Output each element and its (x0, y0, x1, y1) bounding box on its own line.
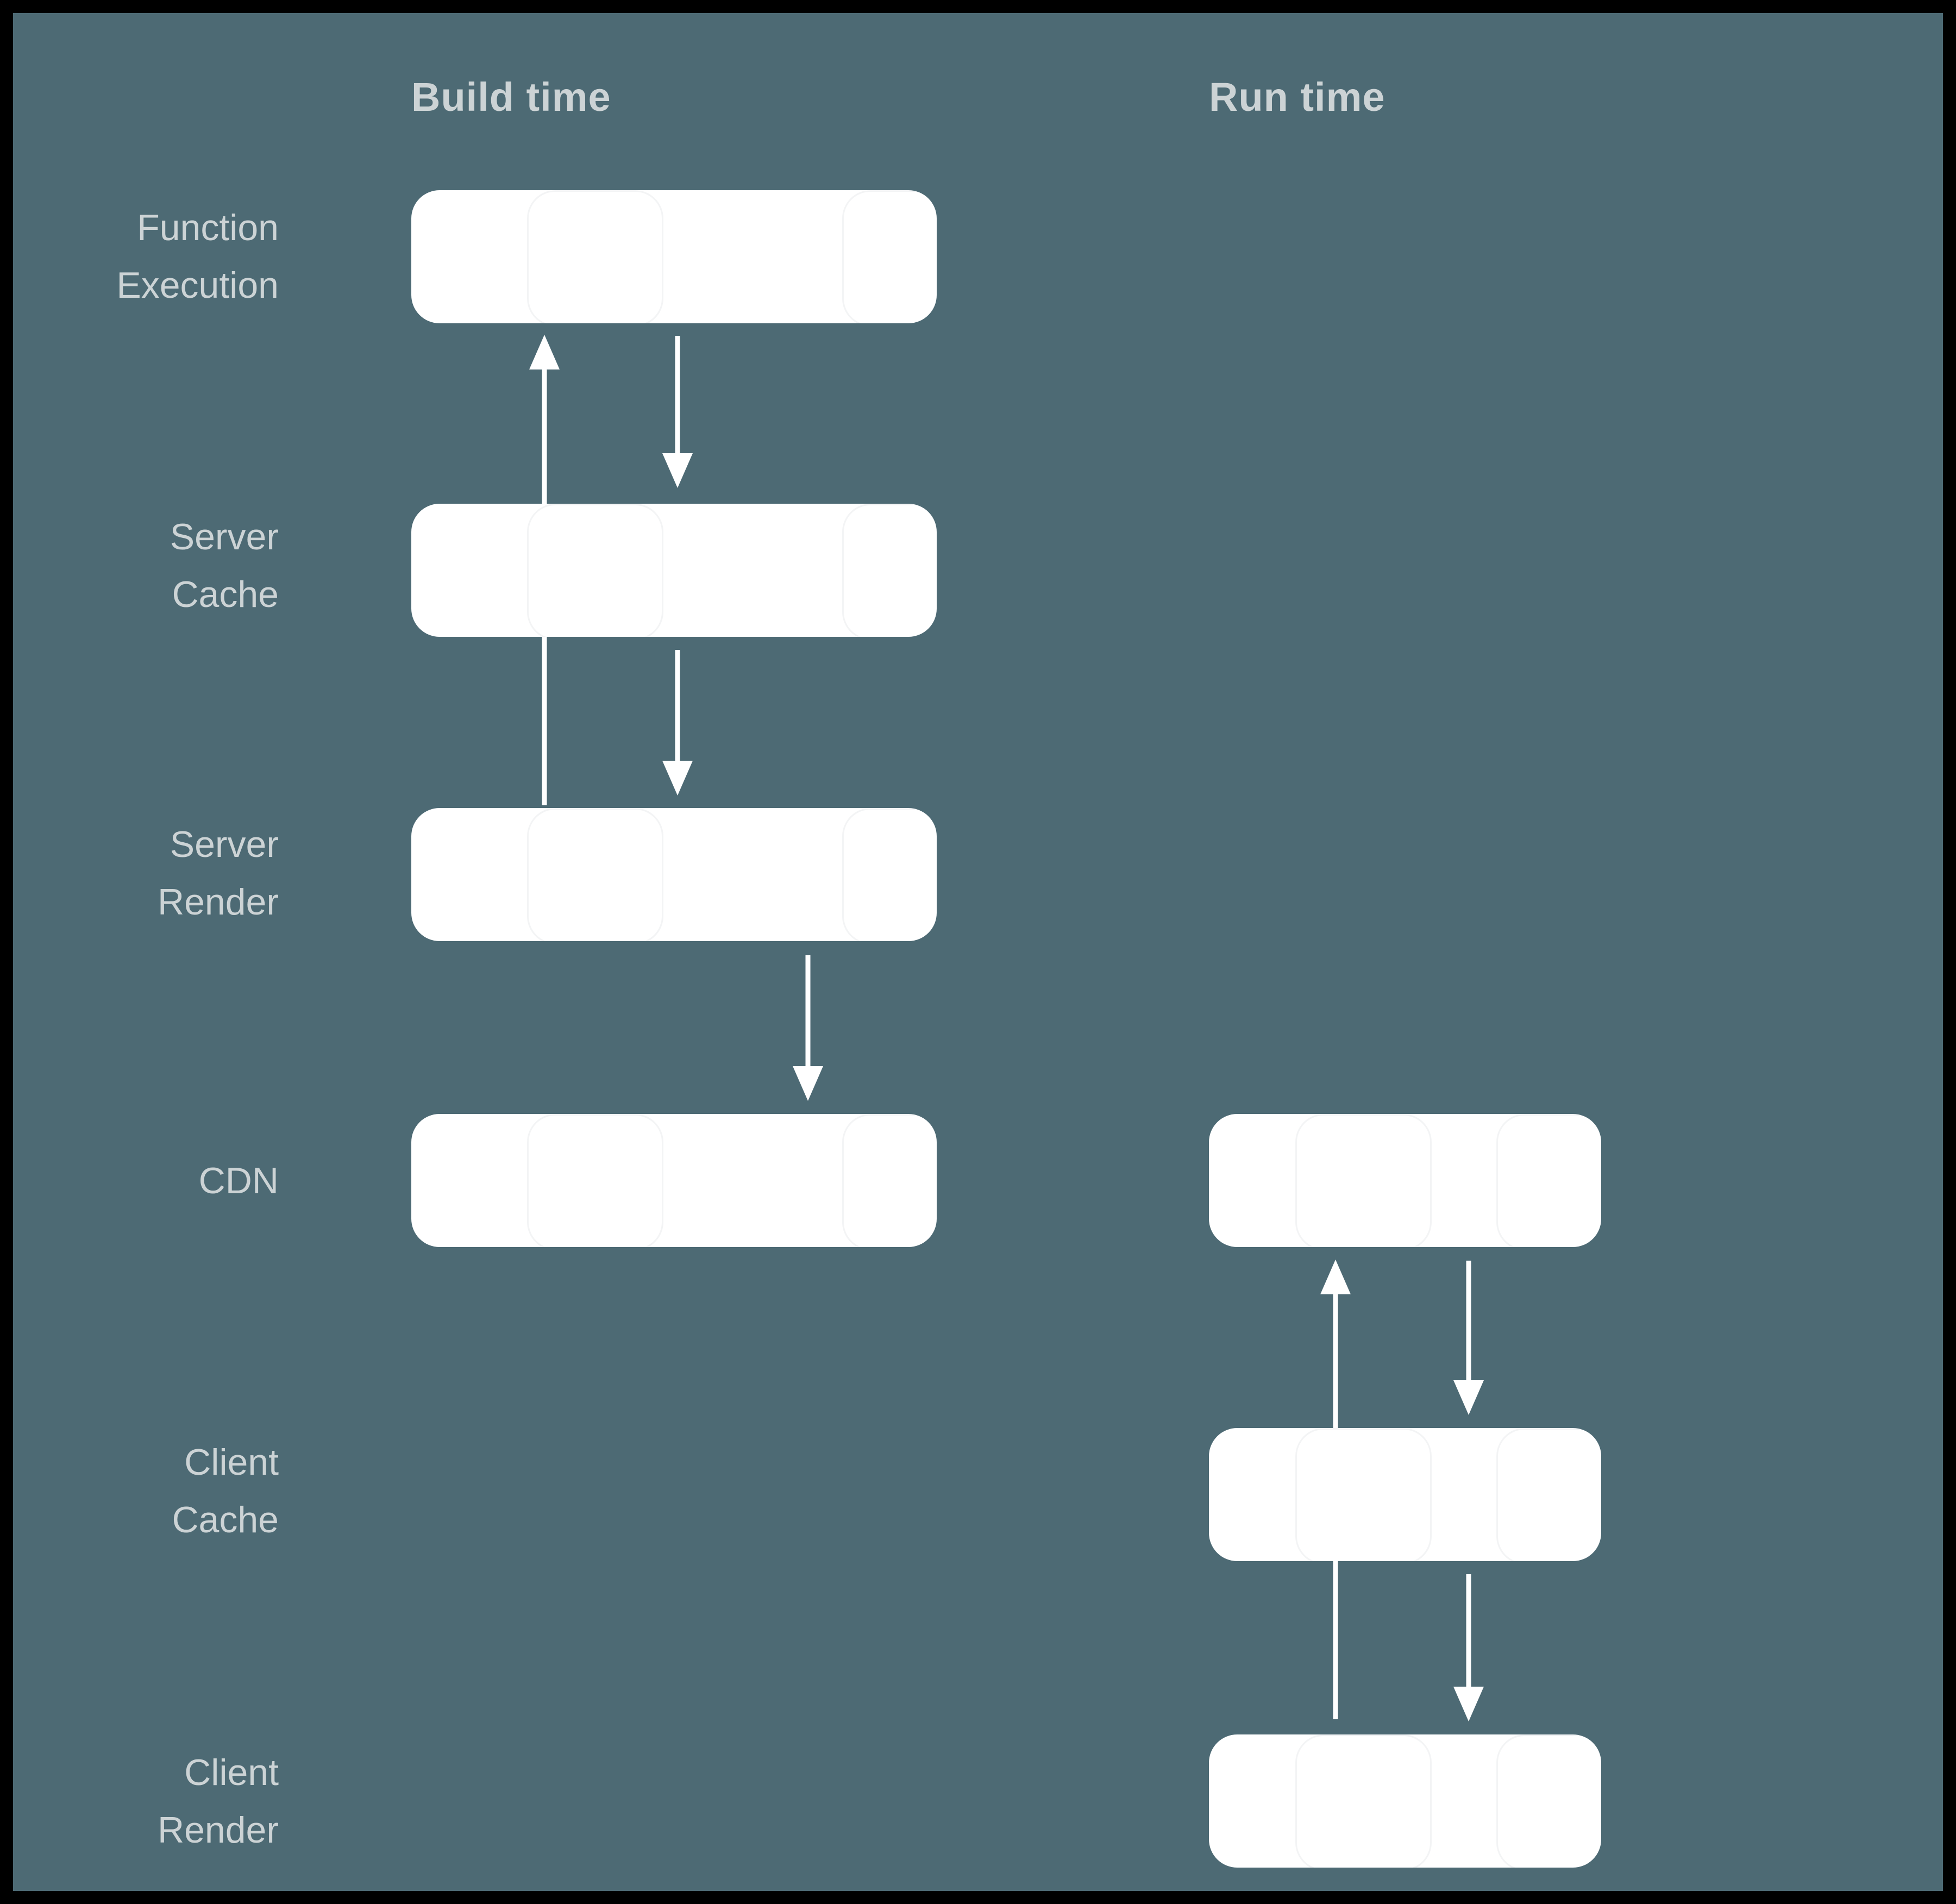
row-label-line: Function (137, 207, 279, 248)
box-build-server-render (411, 808, 937, 941)
diagram-canvas: Build time Run time Function Execution S… (13, 13, 1943, 1891)
row-label-line: Render (157, 881, 279, 923)
arrows-layer (529, 335, 1484, 1721)
box-build-function-execution (411, 190, 937, 323)
box-build-server-cache (411, 504, 937, 637)
arrow-down-function-execution-to-server-cache-icon (662, 336, 693, 488)
arrow-down-cdn-to-client-cache-icon (1453, 1261, 1484, 1415)
column-header-build-time: Build time (411, 74, 611, 120)
row-label-line: Cache (172, 574, 279, 615)
row-label-cdn: CDN (13, 1152, 279, 1210)
row-label-line: Render (157, 1809, 279, 1851)
row-label-line: Client (184, 1752, 279, 1793)
box-run-client-render (1209, 1734, 1601, 1868)
box-run-cdn (1209, 1114, 1601, 1247)
row-label-client-render: Client Render (13, 1744, 279, 1859)
row-label-function-execution: Function Execution (13, 199, 279, 314)
row-label-line: CDN (198, 1160, 279, 1201)
arrow-down-server-cache-to-server-render-icon (662, 650, 693, 796)
row-label-line: Server (170, 516, 279, 558)
box-run-client-cache (1209, 1428, 1601, 1561)
row-label-line: Cache (172, 1499, 279, 1540)
column-header-run-time: Run time (1209, 74, 1386, 120)
row-label-server-cache: Server Cache (13, 508, 279, 623)
arrow-down-server-render-to-cdn-icon (793, 955, 823, 1101)
row-label-line: Client (184, 1442, 279, 1483)
row-label-client-cache: Client Cache (13, 1433, 279, 1549)
box-build-cdn (411, 1114, 937, 1247)
row-label-line: Execution (116, 265, 279, 306)
arrow-down-client-cache-to-client-render-icon (1453, 1574, 1484, 1721)
row-label-server-render: Server Render (13, 816, 279, 931)
row-label-line: Server (170, 824, 279, 865)
